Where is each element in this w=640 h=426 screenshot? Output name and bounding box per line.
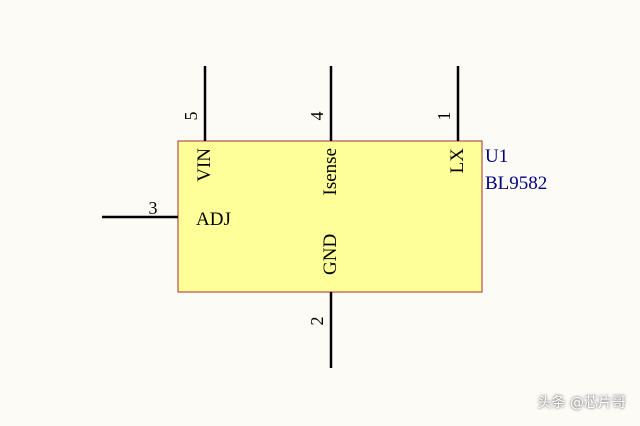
pin-3-number: 3: [149, 198, 158, 218]
pin-vin-label: VIN: [194, 148, 215, 182]
pin-adj-label: ADJ: [196, 209, 231, 230]
component-part-number: BL9582: [485, 173, 547, 194]
watermark: 头条 @芯片哥: [537, 395, 626, 411]
pin-isense-label: Isense: [320, 148, 341, 195]
component-designator: U1: [485, 146, 508, 167]
pin-4-number: 4: [307, 112, 327, 121]
ic-body[interactable]: [177, 140, 483, 293]
pin-gnd-label: GND: [320, 234, 341, 275]
pin-1-number: 1: [434, 112, 454, 121]
pin-2-number: 2: [307, 317, 327, 326]
pin-5-number: 5: [181, 112, 201, 121]
pin-lx-label: LX: [447, 148, 468, 174]
